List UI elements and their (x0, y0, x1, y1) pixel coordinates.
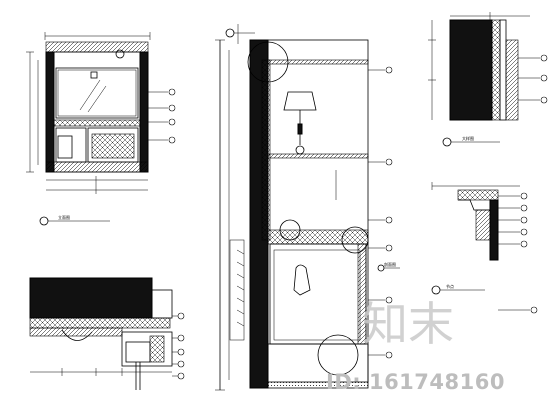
cornice-node-view: 节点 (431, 182, 538, 314)
watermark: 知末 ID: 161748160 (326, 297, 505, 394)
elevation-view-front: 立面图 (26, 32, 176, 226)
base-section-view (29, 277, 185, 390)
view-title-detail: 大样图 (462, 135, 474, 141)
view-title-section: 剖面图 (384, 261, 396, 267)
view-title-front: 立面图 (58, 214, 70, 220)
wall-detail-view: 大样图 (428, 12, 548, 147)
watermark-id: ID: 161748160 (326, 370, 505, 394)
watermark-brand: 知末 (362, 297, 454, 351)
view-title-node: 节点 (446, 283, 454, 289)
section-view-tall: 剖面图 (215, 24, 400, 391)
